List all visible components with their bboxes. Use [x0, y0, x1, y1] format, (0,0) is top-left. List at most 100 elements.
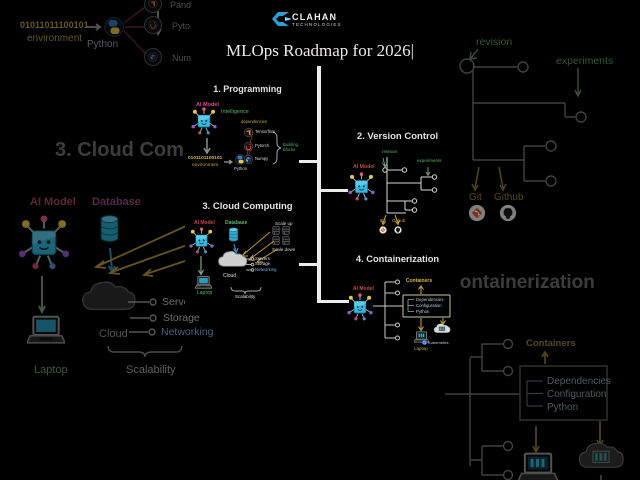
- server-icon: [272, 236, 280, 245]
- kubernetes-icon: [422, 340, 427, 345]
- roadmap-trunk: [317, 66, 321, 303]
- container-laptop-icon: [414, 331, 429, 343]
- pytorch-icon: [244, 142, 253, 151]
- brand-logo-icon: [272, 12, 292, 26]
- bracket-tree: [373, 279, 403, 341]
- git-icon: [379, 226, 387, 234]
- pandas-icon: [148, 0, 158, 8]
- bg-feature-storage: Storage: [163, 312, 200, 324]
- cloud-deploy-icon: [433, 323, 451, 333]
- git-icon: [468, 204, 486, 222]
- version-control-graphics: [348, 157, 438, 234]
- git-label: Git: [380, 218, 386, 223]
- containers-label: Containers: [406, 278, 433, 284]
- container-tree: [445, 338, 520, 480]
- bg-containers-label: Containers: [526, 338, 576, 349]
- revision-label: revision: [382, 149, 398, 154]
- ai-model-label: AI Model: [196, 102, 219, 108]
- bg-dep-label-3: Num: [172, 53, 192, 63]
- right-arrow-icon: [224, 159, 234, 165]
- ai-model-label: AI Model: [194, 220, 215, 226]
- bg-experiments-label: experiments: [556, 55, 614, 67]
- commit-tree: [382, 157, 438, 214]
- bg-binary: 01011011100101: [20, 20, 89, 30]
- cloud-label: Cloud: [223, 273, 237, 279]
- numpy-label: Numpy: [255, 156, 269, 161]
- containerization-title: 4. Containerization: [355, 254, 440, 264]
- python-icon: [104, 17, 124, 37]
- containerization-graphics: [347, 279, 451, 345]
- server-icon: [282, 236, 290, 245]
- intelligence-label: Intelligence: [221, 109, 249, 115]
- ai-model-label: AI Model: [353, 286, 374, 292]
- bg-revision-label: revision: [476, 36, 513, 48]
- item-dependencies: Dependencies: [416, 296, 444, 302]
- scale-down-label: Scale down: [272, 247, 296, 252]
- panel-programming: 1. Programming AI Model Intelligence 010…: [185, 78, 310, 188]
- github-icon: [499, 204, 517, 222]
- laptop-icon: [27, 315, 65, 344]
- container-arrows: [532, 350, 604, 480]
- kubernetes-label: Kubernetes: [428, 339, 449, 345]
- ai-robot-icon: [348, 171, 375, 201]
- experiments-label: experiments: [417, 158, 442, 163]
- github-label: Github: [392, 218, 406, 223]
- python-label: Python: [234, 166, 248, 171]
- branch-version-control: [321, 189, 348, 192]
- cloud-icon: [218, 251, 248, 267]
- experiments-arrow: [425, 167, 431, 177]
- building-blocks-label: Building Blocks: [283, 142, 298, 153]
- ai-robot-icon: [189, 226, 214, 254]
- right-arrow-icon: [86, 23, 102, 31]
- ai-model-label: AI Model: [353, 164, 375, 170]
- robot-arrow: [38, 276, 46, 315]
- down-arrow-icon: [203, 138, 211, 155]
- git-arrows: [381, 214, 400, 226]
- binary-label: 0101101100101: [188, 156, 223, 161]
- feature-servers: Servers: [255, 255, 270, 261]
- bg-dep-label-2: Pyto: [172, 21, 191, 31]
- item-python: Python: [416, 308, 430, 314]
- laptop-label: Laptop: [414, 346, 428, 351]
- bg-git-label: Git: [469, 192, 482, 203]
- environment-label: environment: [192, 163, 219, 168]
- bg-laptop-label: Laptop: [34, 364, 68, 376]
- database-icon: [100, 215, 119, 242]
- git-arrows: [471, 166, 507, 192]
- github-icon: [394, 226, 402, 234]
- server-icon: [272, 226, 280, 235]
- programming-graphics: [191, 106, 282, 165]
- building-blocks-brace: [272, 131, 282, 165]
- container-laptop-icon: [518, 452, 558, 480]
- scale-up-label: Scale up: [275, 221, 293, 226]
- cloud-deploy-icon: [578, 442, 624, 468]
- bg-item-python: Python: [547, 402, 579, 413]
- laptop-icon: [195, 276, 212, 289]
- bg-environment-label: environment: [27, 33, 83, 44]
- laptop-label: Laptop: [197, 290, 213, 296]
- version-tree: [459, 48, 587, 187]
- bg-scalability-label: Scalability: [126, 364, 176, 376]
- ai-robot-icon: [347, 292, 373, 321]
- feature-storage: Storage: [255, 261, 271, 266]
- database-label: Database: [225, 220, 248, 226]
- page-title: MLOps Roadmap for 2026|: [225, 41, 415, 60]
- containers-box: [402, 294, 451, 318]
- feature-connectors: [246, 257, 255, 272]
- database-icon: [228, 227, 239, 242]
- bg-database-label: Database: [92, 196, 141, 208]
- server-icon: [282, 226, 290, 235]
- pytorch-label: Pytorch: [255, 143, 270, 148]
- bg-cloud-label: Cloud: [99, 328, 128, 340]
- branch-programming: [299, 160, 317, 163]
- feature-connectors: [128, 298, 157, 336]
- panel-cloud-computing: 3. Cloud Computing AI Model Database Sca…: [185, 195, 310, 310]
- tensorflow-icon: [244, 128, 253, 137]
- panel-version-control: 2. Version Control AI Model r: [335, 125, 460, 245]
- numpy-icon: [244, 155, 253, 164]
- revision-arrow: [382, 157, 388, 168]
- dependencies-label: dependencies: [241, 119, 268, 124]
